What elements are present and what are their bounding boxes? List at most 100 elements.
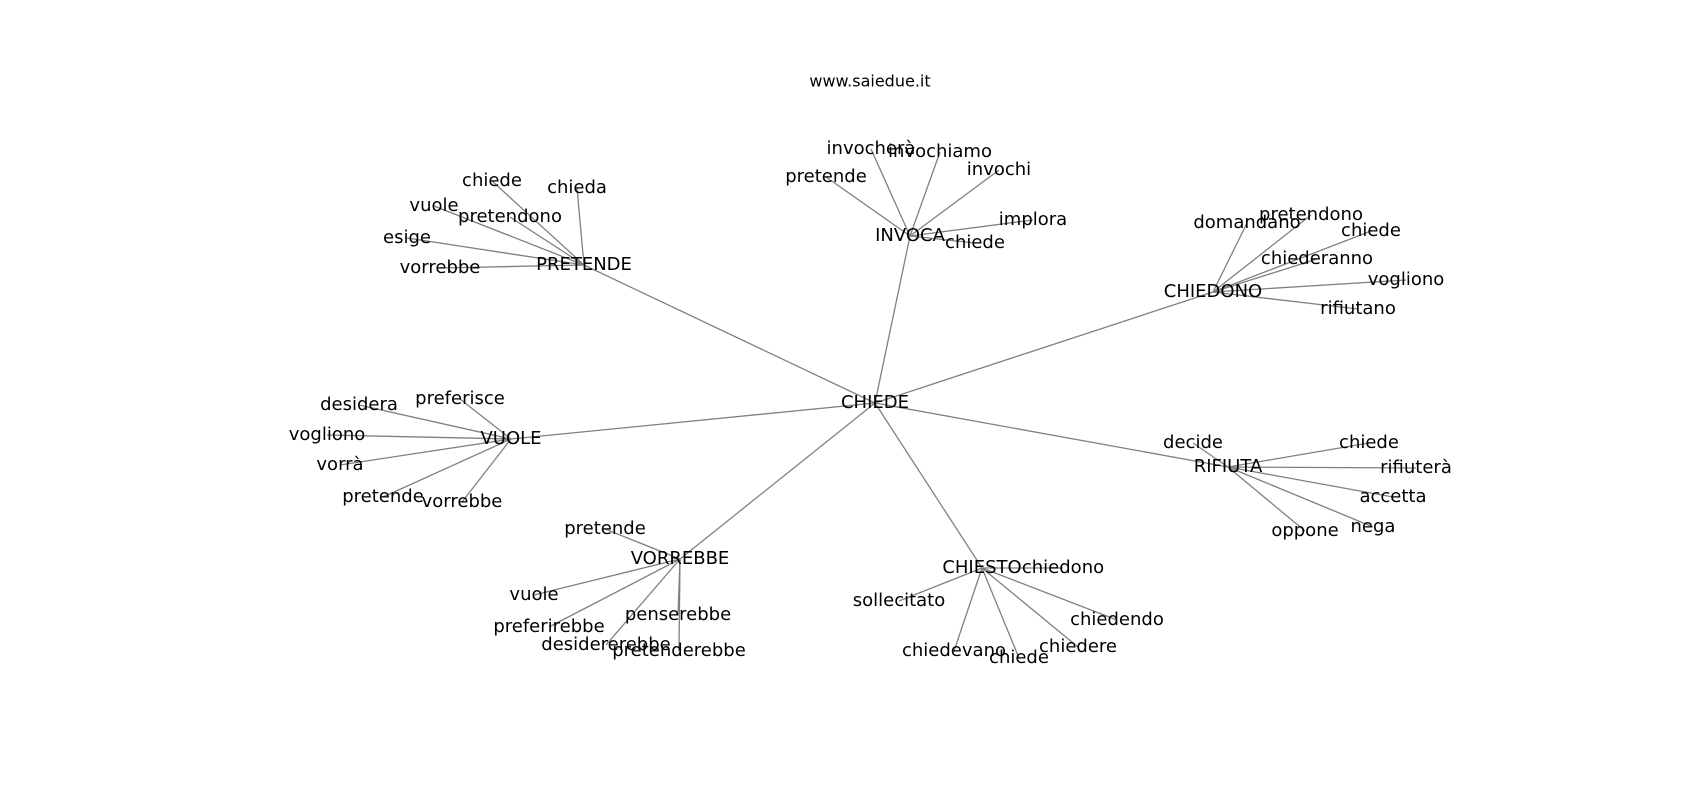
leaf-node-label: preferisce bbox=[415, 388, 505, 409]
edge-hub-to-leaf bbox=[953, 567, 983, 652]
edge-hub-to-leaf bbox=[1227, 466, 1394, 498]
leaf-node-label: pretende bbox=[342, 486, 424, 507]
edge-center-to-hub bbox=[583, 264, 876, 404]
center-node-label: CHIEDE bbox=[841, 392, 909, 413]
edge-hub-to-leaf bbox=[981, 567, 1079, 648]
edge-hub-to-leaf bbox=[604, 528, 681, 560]
edge-hub-to-leaf bbox=[1212, 279, 1407, 293]
leaf-node-label: invochiamo bbox=[888, 141, 992, 162]
edge-center-to-hub bbox=[874, 402, 1229, 468]
edge-hub-to-leaf bbox=[981, 567, 1020, 659]
edge-center-to-hub bbox=[874, 291, 1214, 404]
hub-node-label: VORREBBE bbox=[631, 548, 730, 569]
edge-hub-to-leaf bbox=[406, 237, 585, 266]
edge-hub-to-leaf bbox=[825, 176, 911, 237]
edge-hub-to-leaf bbox=[459, 398, 512, 440]
edge-center-to-hub bbox=[510, 402, 876, 440]
leaf-node-label: chiede bbox=[462, 170, 522, 191]
leaf-node-label: preferirebbe bbox=[493, 616, 604, 637]
leaf-node-label: chiederanno bbox=[1261, 248, 1373, 269]
edge-hub-to-leaf bbox=[870, 148, 911, 237]
leaf-node-label: desidera bbox=[320, 394, 398, 415]
leaf-node-label: nega bbox=[1351, 516, 1396, 537]
edge-hub-to-leaf bbox=[981, 567, 1118, 621]
leaf-node-label: chiedendo bbox=[1070, 609, 1164, 630]
edge-hub-to-leaf bbox=[898, 567, 983, 602]
edge-hub-to-leaf bbox=[461, 438, 512, 503]
edge-hub-to-leaf bbox=[1227, 466, 1374, 528]
leaf-node-label: chiedere bbox=[1039, 636, 1117, 657]
leaf-node-label: pretende bbox=[564, 518, 646, 539]
hub-node-label: INVOCA bbox=[875, 225, 946, 246]
edge-hub-to-leaf bbox=[1212, 222, 1248, 293]
edge-hub-to-leaf bbox=[433, 205, 585, 266]
leaf-node-label: invocherà bbox=[827, 138, 916, 159]
edge-hub-to-leaf bbox=[1227, 442, 1370, 468]
leaf-node-label: vogliono bbox=[289, 424, 366, 445]
leaf-node-label: chiede bbox=[945, 232, 1005, 253]
leaf-node-label: vogliono bbox=[1368, 269, 1445, 290]
edge-hub-to-leaf bbox=[909, 169, 1000, 237]
edge-hub-to-leaf bbox=[605, 558, 681, 646]
edge-hub-to-leaf bbox=[576, 187, 585, 266]
edge-center-to-hub bbox=[679, 402, 876, 560]
edge-hub-to-leaf bbox=[909, 219, 1034, 237]
edge-hub-to-leaf bbox=[1212, 291, 1359, 310]
leaf-node-label: sollecitato bbox=[853, 590, 946, 611]
leaf-node-label: esige bbox=[383, 227, 431, 248]
hub-node-label: PRETENDE bbox=[536, 254, 632, 275]
leaf-node-label: chiede bbox=[1341, 220, 1401, 241]
leaf-node-label: pretende bbox=[785, 166, 867, 187]
edge-hub-to-leaf bbox=[491, 180, 585, 266]
leaf-node-label: decide bbox=[1163, 432, 1223, 453]
leaf-node-label: pretenderebbe bbox=[612, 640, 746, 661]
leaf-node-label: penserebbe bbox=[625, 604, 731, 625]
leaf-node-label: oppone bbox=[1271, 520, 1338, 541]
leaf-node-label: rifiutano bbox=[1320, 298, 1396, 319]
hub-node-label: VUOLE bbox=[480, 428, 541, 449]
edge-hub-to-leaf bbox=[533, 558, 681, 596]
edge-hub-to-leaf bbox=[1192, 442, 1229, 468]
leaf-node-label: domandano bbox=[1193, 212, 1300, 233]
hub-node-label: CHIESTO bbox=[942, 557, 1021, 578]
edge-hub-to-leaf bbox=[909, 151, 941, 237]
edge-hub-to-leaf bbox=[909, 235, 976, 244]
leaf-node-label: vorrebbe bbox=[400, 257, 481, 278]
leaf-node-label: rifiuterà bbox=[1380, 457, 1452, 478]
edge-hub-to-leaf bbox=[678, 558, 681, 652]
leaf-node-label: chiedono bbox=[1022, 557, 1104, 578]
edge-hub-to-leaf bbox=[1212, 214, 1312, 293]
leaf-node-label: implora bbox=[999, 209, 1067, 230]
edge-center-to-hub bbox=[874, 235, 911, 404]
edge-center-to-hub bbox=[874, 402, 983, 569]
edge-hub-to-leaf bbox=[382, 438, 512, 498]
edge-hub-to-leaf bbox=[339, 438, 512, 466]
edge-hub-to-leaf bbox=[1212, 258, 1318, 293]
leaf-node-label: chiede bbox=[1339, 432, 1399, 453]
leaf-node-label: invochi bbox=[967, 159, 1031, 180]
edges-layer bbox=[326, 148, 1417, 659]
edge-hub-to-leaf bbox=[358, 404, 512, 440]
leaf-node-label: chiedevano bbox=[902, 640, 1006, 661]
leaf-node-label: vuole bbox=[409, 195, 458, 216]
hub-node-label: RIFIUTA bbox=[1194, 456, 1263, 477]
leaf-node-label: chiede bbox=[989, 647, 1049, 668]
leaf-node-label: vorrà bbox=[316, 454, 363, 475]
edge-hub-to-leaf bbox=[1212, 230, 1372, 293]
leaf-node-label: desidererebbe bbox=[541, 634, 670, 655]
leaf-node-label: vorrebbe bbox=[422, 491, 503, 512]
leaf-node-label: pretendono bbox=[1259, 204, 1363, 225]
leaf-node-label: pretendono bbox=[458, 206, 562, 227]
hub-node-label: CHIEDONO bbox=[1164, 281, 1262, 302]
edge-hub-to-leaf bbox=[548, 558, 681, 628]
edge-hub-to-leaf bbox=[326, 434, 512, 440]
edge-hub-to-leaf bbox=[509, 216, 585, 266]
edge-hub-to-leaf bbox=[1227, 466, 1306, 532]
edge-hub-to-leaf bbox=[439, 264, 585, 269]
site-url-label: www.saiedue.it bbox=[809, 72, 930, 91]
leaf-node-label: accetta bbox=[1359, 486, 1426, 507]
leaf-node-label: chieda bbox=[547, 177, 607, 198]
